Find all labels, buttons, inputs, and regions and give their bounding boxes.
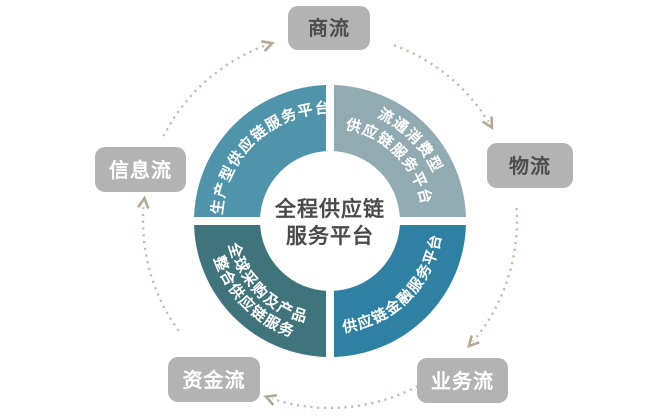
flow-node-information: 信息流 xyxy=(95,147,186,192)
segment-circulation xyxy=(330,85,466,221)
flow-node-business: 业务流 xyxy=(417,358,508,403)
flow-ring xyxy=(137,40,519,410)
ring-arc-merchandise-to-logistics xyxy=(393,44,490,123)
center-title-line2: 服务平台 xyxy=(286,224,374,248)
flow-node-logistics-label: 物流 xyxy=(509,154,551,178)
flow-nodes: 商流 物流 业务流 资金流 信息流 xyxy=(95,6,573,403)
arrowhead-to-merchandise-icon xyxy=(261,40,275,53)
donut: 生产型供应链服务平台 流通消费型 供应链服务平台 供应链金融服务平台 全球采购及… xyxy=(188,80,472,362)
arrowhead-to-capital-icon xyxy=(263,393,278,406)
flow-node-information-pill xyxy=(95,147,186,192)
ring-arc-logistics-to-business xyxy=(472,207,519,342)
flow-node-information-label: 信息流 xyxy=(109,158,172,182)
flow-node-business-pill xyxy=(417,358,508,403)
flow-node-business-label: 业务流 xyxy=(431,369,494,393)
segment-finance xyxy=(330,221,466,357)
arrowhead-to-logistics-icon xyxy=(481,116,494,130)
ring-arc-business-to-capital xyxy=(271,385,419,410)
flow-node-merchandise-label: 商流 xyxy=(308,16,350,40)
flow-node-capital-label: 资金流 xyxy=(183,368,246,392)
flow-node-merchandise-pill xyxy=(288,6,370,50)
ring-arc-capital-to-info xyxy=(141,204,180,332)
arrowhead-to-business-icon xyxy=(467,335,480,349)
segment-production xyxy=(194,85,330,221)
flow-node-capital-pill xyxy=(168,357,260,402)
flow-node-logistics: 物流 xyxy=(487,143,573,188)
flow-node-logistics-pill xyxy=(487,143,573,188)
segment-procurement xyxy=(194,221,330,357)
flow-node-capital: 资金流 xyxy=(168,357,260,402)
flow-node-merchandise: 商流 xyxy=(288,6,370,50)
arrowhead-to-info-icon xyxy=(137,195,150,209)
segment-gap-horizontal xyxy=(188,217,472,225)
ring-arc-info-to-merchandise xyxy=(162,44,267,137)
center-title-line1: 全程供应链 xyxy=(274,197,385,221)
